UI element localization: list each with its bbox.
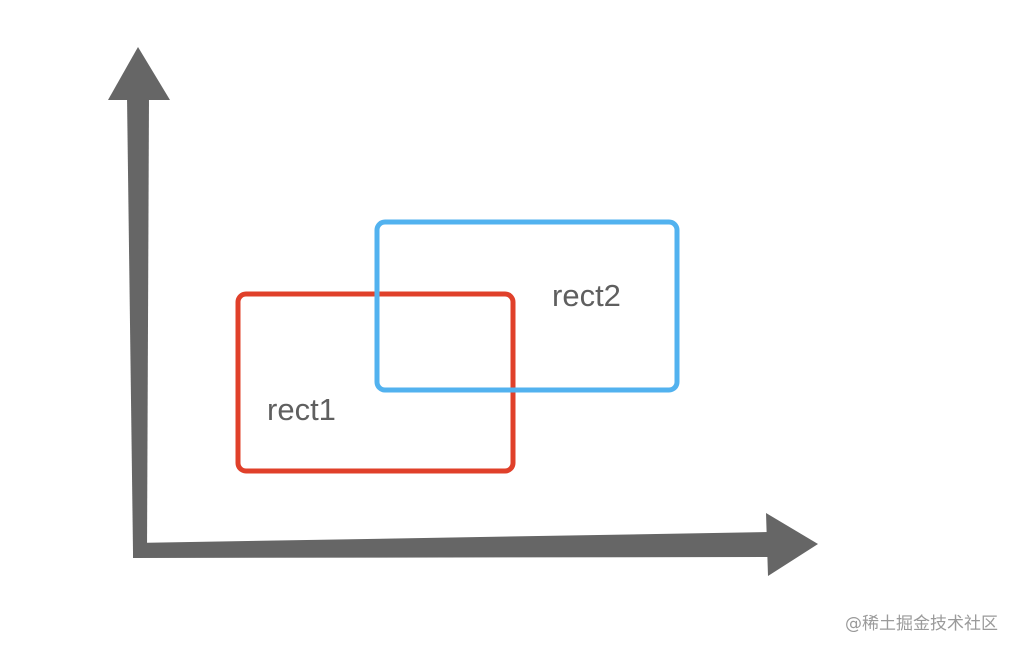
rect2-outline [374, 219, 680, 393]
rect2-label: rect2 [552, 278, 621, 313]
rect1-label: rect1 [267, 392, 336, 427]
y-axis-line [127, 96, 149, 552]
y-axis-arrowhead [108, 47, 170, 100]
x-axis-arrowhead [766, 513, 818, 576]
watermark: @稀土掘金技术社区 [845, 614, 998, 634]
x-axis-line [133, 532, 770, 558]
